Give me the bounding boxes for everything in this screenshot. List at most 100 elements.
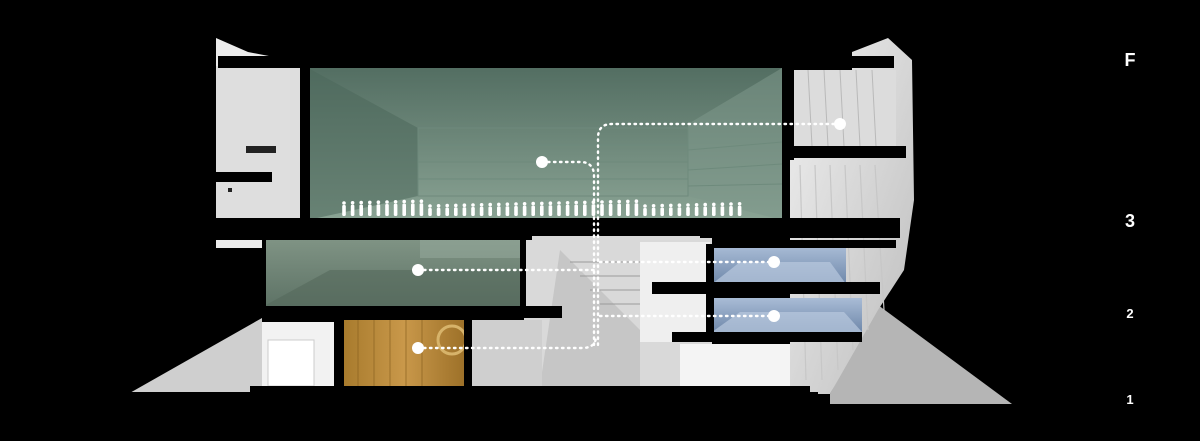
person-head (368, 200, 372, 205)
person-body (634, 203, 639, 216)
person-head (385, 200, 389, 204)
person-head (677, 203, 682, 207)
upper-hall-leader (540, 160, 596, 348)
glass-room-lower-marker (768, 310, 780, 322)
person-head (522, 202, 527, 206)
right-top-room-leader (596, 122, 842, 348)
person-body (471, 207, 475, 216)
person-head (445, 203, 450, 208)
person-body (342, 205, 346, 216)
person-head (712, 202, 716, 207)
person-body (368, 204, 372, 216)
person-body (445, 207, 449, 216)
left-wing-window (246, 146, 276, 153)
person-body (626, 203, 630, 216)
person-body (428, 208, 432, 216)
person-body (737, 205, 742, 216)
person-head (359, 200, 364, 205)
person-body (393, 203, 398, 216)
person-body (617, 203, 621, 216)
person-head (342, 201, 346, 205)
person-head (531, 201, 535, 206)
person-head (497, 202, 501, 207)
glass-room-upper-marker (768, 256, 780, 268)
person-body (385, 204, 389, 216)
ground-right-room (680, 344, 790, 388)
right-top-room-marker (834, 118, 846, 130)
person-body (677, 207, 682, 216)
person-body (669, 207, 673, 216)
person-body (402, 203, 406, 216)
middle-hall-marker (412, 264, 424, 276)
person-head (505, 202, 510, 206)
person-body (574, 204, 578, 216)
person-body (660, 207, 664, 216)
person-body (712, 206, 716, 216)
person-head (574, 200, 578, 205)
person-head (651, 204, 656, 208)
auditorium-marker (412, 342, 424, 354)
person-head (608, 200, 613, 204)
people-silhouettes (342, 199, 742, 216)
person-head (600, 200, 604, 204)
right-ground-slope (830, 305, 1012, 404)
upper-hall-bookshelves (417, 127, 783, 197)
floor-label-level-1: 1 (1126, 392, 1134, 407)
person-body (522, 205, 527, 216)
person-body (540, 205, 544, 216)
person-head (617, 199, 621, 204)
person-body (350, 204, 355, 216)
person-head (350, 201, 355, 205)
person-head (729, 202, 733, 206)
person-head (488, 202, 493, 207)
person-head (686, 203, 690, 207)
structure (128, 56, 906, 402)
person-head (479, 203, 484, 207)
person-head (393, 200, 398, 204)
person-body (411, 203, 415, 216)
floor-label-level-2: 2 (1126, 306, 1134, 321)
person-head (411, 199, 415, 204)
person-body (548, 205, 553, 216)
person-head (548, 201, 553, 205)
person-body (729, 206, 733, 216)
person-head (514, 202, 518, 206)
person-body (643, 208, 647, 216)
person-head (454, 203, 458, 208)
marker-dots (412, 118, 846, 354)
person-head (462, 203, 467, 207)
person-head (376, 200, 381, 204)
dotted-leader-lines (416, 122, 842, 350)
person-body (376, 204, 381, 216)
person-body (608, 203, 613, 216)
person-body (720, 206, 725, 216)
left-ground-slope (128, 318, 262, 394)
person-body (565, 204, 570, 216)
auditorium-leader (416, 334, 598, 350)
person-head (402, 199, 407, 204)
floor-label-level-3: 3 (1124, 211, 1135, 231)
person-body (531, 205, 535, 216)
floor-label-roof: F (1124, 50, 1136, 70)
person-body (557, 205, 561, 216)
person-head (703, 202, 707, 207)
person-head (634, 199, 639, 203)
person-head (660, 203, 664, 208)
person-body (479, 206, 484, 216)
person-body (703, 206, 707, 216)
person-body (694, 206, 699, 216)
person-head (419, 199, 424, 203)
person-head (669, 203, 673, 208)
person-body (600, 204, 604, 216)
person-head (643, 204, 647, 208)
person-body (488, 206, 492, 216)
ground-mid-room (470, 320, 542, 386)
upper-hall-marker (536, 156, 548, 168)
person-head (565, 201, 570, 205)
person-head (428, 204, 432, 208)
person-body (497, 206, 501, 216)
right-top-room (794, 70, 896, 146)
person-body (583, 204, 587, 216)
person-head (471, 203, 475, 207)
person-head (720, 202, 725, 206)
